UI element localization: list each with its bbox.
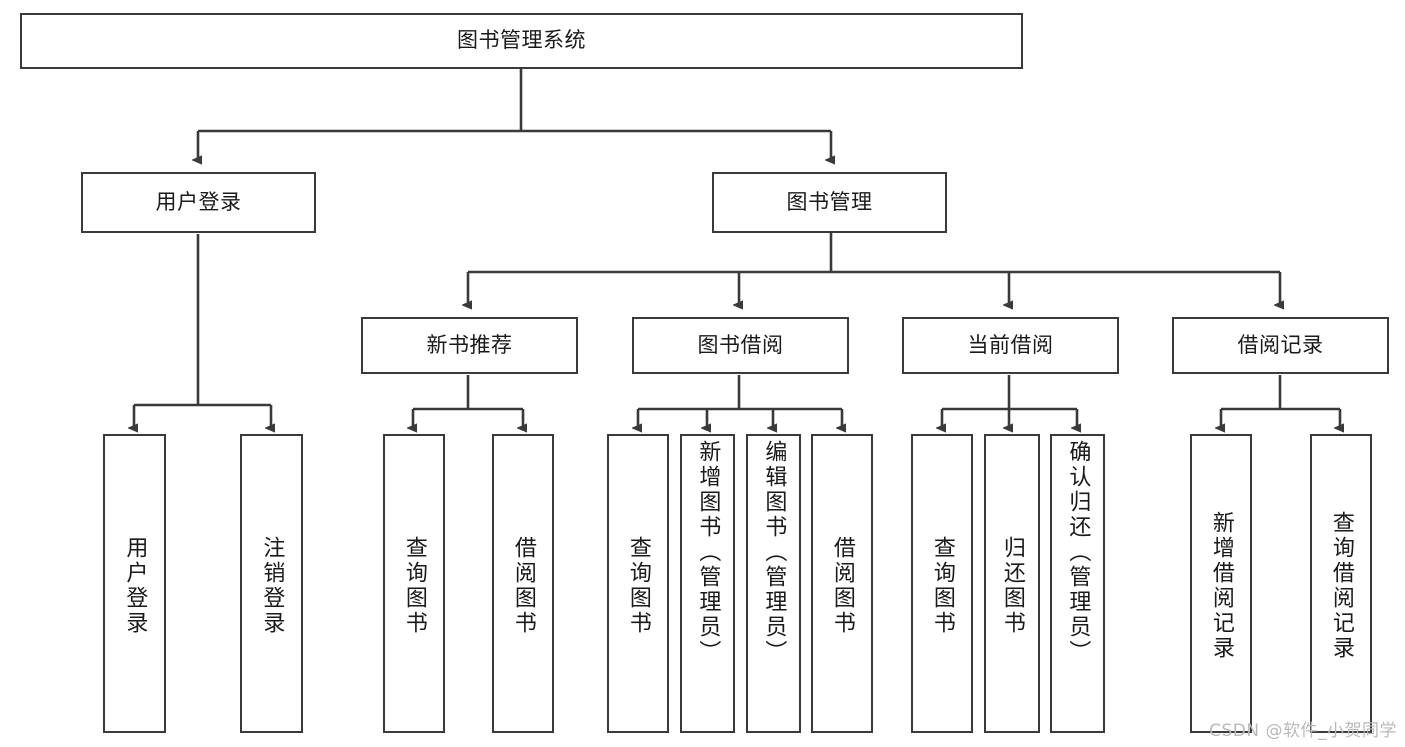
node-book-borrow-label: 图书借阅 (697, 332, 784, 357)
leaf-borrow-book-2-label: 借阅图书 (829, 535, 855, 636)
leaf-query-book-1[interactable]: 查询图书 (383, 434, 445, 733)
leaf-borrow-book-2[interactable]: 借阅图书 (811, 434, 873, 733)
leaf-query-book-2[interactable]: 查询图书 (607, 434, 669, 733)
node-book-borrow[interactable]: 图书借阅 (632, 317, 849, 374)
leaf-borrow-book-1[interactable]: 借阅图书 (492, 434, 554, 733)
leaf-borrow-book-1-label: 借阅图书 (510, 535, 536, 636)
leaf-confirm-return-admin[interactable]: 确认归还（管理员） (1050, 434, 1105, 733)
leaf-logout-login[interactable]: 注销登录 (240, 434, 303, 733)
node-book-manage[interactable]: 图书管理 (712, 172, 947, 233)
node-new-book-recommend[interactable]: 新书推荐 (361, 317, 578, 374)
node-user-login[interactable]: 用户登录 (81, 172, 316, 233)
leaf-confirm-return-admin-label: 确认归还（管理员） (1065, 440, 1091, 665)
leaf-add-book-admin[interactable]: 新增图书（管理员） (680, 434, 735, 733)
leaf-logout-login-label: 注销登录 (259, 535, 285, 636)
node-book-manage-label: 图书管理 (786, 189, 873, 214)
leaf-return-book-label: 归还图书 (999, 535, 1025, 636)
leaf-query-borrow-record[interactable]: 查询借阅记录 (1310, 434, 1372, 733)
leaf-add-book-admin-label: 新增图书（管理员） (695, 440, 721, 665)
leaf-query-book-3-label: 查询图书 (929, 535, 955, 636)
node-borrow-record-label: 借阅记录 (1237, 332, 1324, 357)
leaf-return-book[interactable]: 归还图书 (984, 434, 1040, 733)
leaf-edit-book-admin[interactable]: 编辑图书（管理员） (746, 434, 801, 733)
node-root-label: 图书管理系统 (457, 28, 586, 53)
node-new-book-recommend-label: 新书推荐 (426, 332, 513, 357)
leaf-add-borrow-record[interactable]: 新增借阅记录 (1190, 434, 1252, 733)
node-root[interactable]: 图书管理系统 (20, 13, 1023, 69)
node-user-login-label: 用户登录 (155, 189, 242, 214)
leaf-edit-book-admin-label: 编辑图书（管理员） (761, 440, 787, 665)
node-borrow-record[interactable]: 借阅记录 (1172, 317, 1389, 374)
watermark-text: CSDN @软件_小贺同学 (1209, 721, 1397, 741)
leaf-query-book-1-label: 查询图书 (401, 535, 427, 636)
leaf-user-login[interactable]: 用户登录 (103, 434, 166, 733)
leaf-query-borrow-record-label: 查询借阅记录 (1328, 510, 1354, 661)
node-current-borrow[interactable]: 当前借阅 (902, 317, 1119, 374)
leaf-query-book-3[interactable]: 查询图书 (911, 434, 973, 733)
leaf-add-borrow-record-label: 新增借阅记录 (1208, 510, 1234, 661)
leaf-query-book-2-label: 查询图书 (625, 535, 651, 636)
leaf-user-login-label: 用户登录 (122, 535, 148, 636)
node-current-borrow-label: 当前借阅 (967, 332, 1054, 357)
